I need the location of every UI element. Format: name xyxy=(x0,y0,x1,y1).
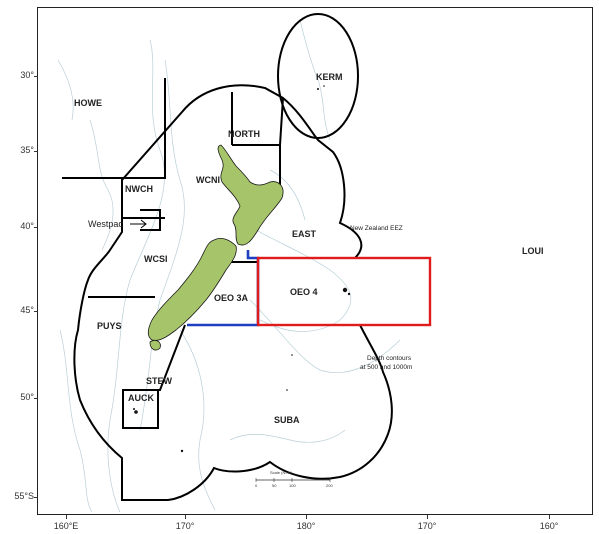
south-island xyxy=(147,238,237,341)
label-howe: HOWE xyxy=(74,98,102,108)
oeo4-boundary xyxy=(256,256,432,327)
label-stew: STEW xyxy=(146,376,173,386)
svg-text:200: 200 xyxy=(326,483,333,488)
label-puys: PUYS xyxy=(97,321,122,331)
lon-tick xyxy=(549,515,550,519)
label-oeo3a: OEO 3A xyxy=(214,293,249,303)
lat-tick xyxy=(34,497,38,498)
lon-tick xyxy=(427,515,428,519)
svg-text:100: 100 xyxy=(289,483,296,488)
lat-tick xyxy=(34,398,38,399)
lon-label-180: 180° xyxy=(296,521,316,531)
lat-label-35: 35° xyxy=(20,145,34,155)
label-wcni: WCNI xyxy=(196,175,220,185)
lon-tick xyxy=(66,515,67,519)
label-oeo4: OEO 4 xyxy=(290,287,318,297)
stewart-island xyxy=(149,340,161,351)
label-east: EAST xyxy=(292,229,317,239)
label-wcsi: WCSI xyxy=(144,254,168,264)
label-nwch: NWCH xyxy=(125,184,153,194)
eez-note: New Zealand EEZ xyxy=(350,225,403,232)
svg-text:Scale (N.mi): Scale (N.mi) xyxy=(270,470,293,475)
lat-label-45: 45° xyxy=(20,305,34,315)
svg-text:50: 50 xyxy=(272,483,277,488)
scale-bar: Scale (N.mi) 0 50 100 200 xyxy=(255,470,333,488)
eez-boundary xyxy=(73,84,431,501)
area-divisions xyxy=(62,78,284,429)
lat-tick xyxy=(34,151,38,152)
svg-text:0: 0 xyxy=(255,483,258,488)
label-suba: SUBA xyxy=(274,415,300,425)
westpac-arrow xyxy=(130,219,147,229)
lon-label-160w: 160° xyxy=(539,521,559,531)
lat-tick xyxy=(34,311,38,312)
depth-note-line2: at 500 and 1000m xyxy=(360,364,412,371)
north-island xyxy=(217,144,284,246)
lon-tick xyxy=(185,515,186,519)
lon-tick xyxy=(306,515,307,519)
lat-label-30: 30° xyxy=(20,70,34,80)
small-islands xyxy=(133,85,351,453)
lon-label-160e: 160°E xyxy=(53,521,79,531)
label-westpac: Westpac xyxy=(88,219,123,229)
label-north: NORTH xyxy=(228,129,260,139)
lon-label-170: 170° xyxy=(175,521,195,531)
lat-label-40: 40° xyxy=(20,221,34,231)
label-auck: AUCK xyxy=(128,393,154,403)
lat-label-55s: 55°S xyxy=(14,491,34,501)
label-loui: LOUI xyxy=(522,246,544,256)
lat-tick xyxy=(34,227,38,228)
depth-note-line1: Depth contours xyxy=(367,355,412,362)
label-kerm: KERM xyxy=(316,72,343,82)
lat-label-50: 50° xyxy=(20,392,34,402)
lat-tick xyxy=(34,76,38,77)
kerm-boundary xyxy=(277,13,359,139)
lon-label-170w: 170° xyxy=(417,521,437,531)
